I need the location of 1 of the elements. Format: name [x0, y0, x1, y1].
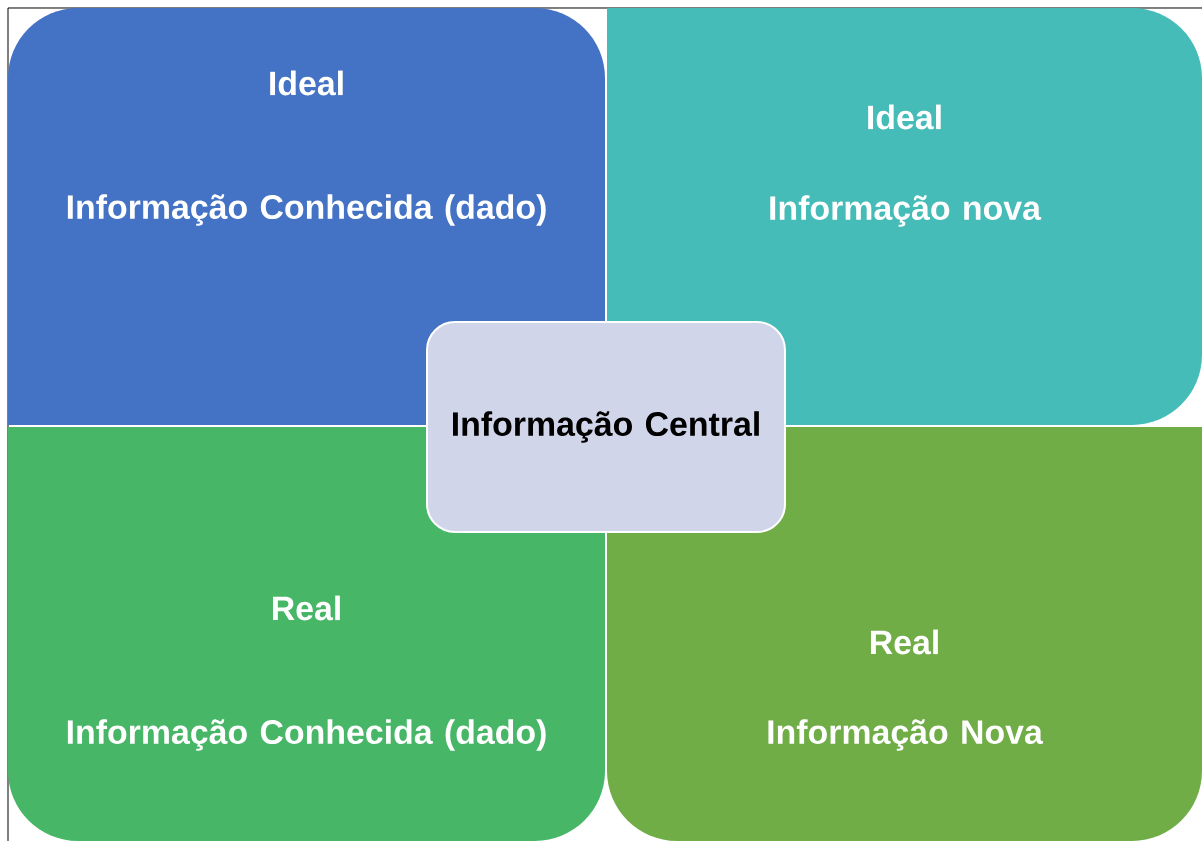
center-box: Informação Central	[426, 321, 786, 533]
